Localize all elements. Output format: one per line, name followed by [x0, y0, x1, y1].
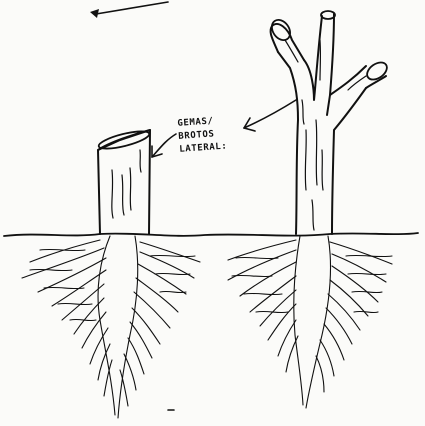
annotation-line-3: LATERAL:	[179, 141, 228, 154]
annotation-line-1: GEMAS/	[177, 116, 214, 128]
tree-trunk	[268, 11, 390, 234]
annotation-label: GEMAS/ BROTOS LATERAL:	[177, 116, 228, 155]
annotation-line-2: BROTOS	[178, 129, 215, 141]
top-arrow	[90, 2, 168, 18]
cut-stump	[97, 128, 150, 234]
ground-line	[4, 233, 418, 236]
tree-roots	[228, 236, 392, 408]
label-arrow-left	[152, 134, 176, 157]
label-arrow-right	[244, 100, 296, 131]
stump-roots	[22, 236, 200, 418]
